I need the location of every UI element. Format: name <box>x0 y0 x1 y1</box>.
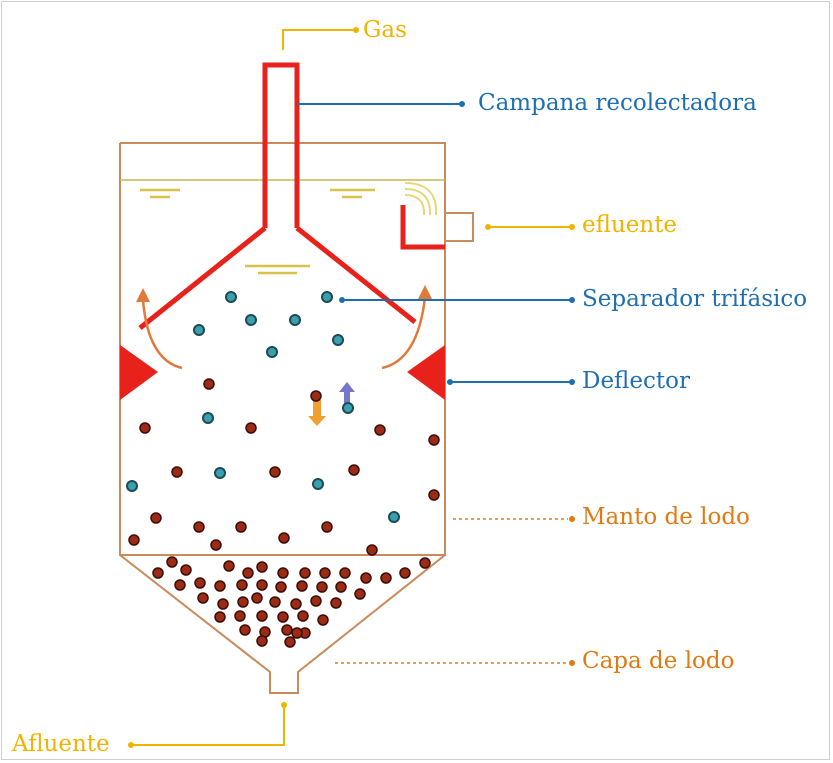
gas-bubbles <box>126 291 400 523</box>
deflector-left <box>120 345 158 400</box>
sludge-blanket-particles <box>128 378 440 556</box>
reactor-tank <box>119 142 446 694</box>
leader-gas <box>282 29 353 50</box>
water-level-marks <box>120 179 445 275</box>
label-manto-de-lodo: Manto de lodo <box>582 504 750 530</box>
leader-afluente <box>133 705 285 746</box>
effluent-overflow <box>404 182 438 216</box>
updown-arrows <box>308 382 355 426</box>
gas-collector-hood <box>138 62 417 330</box>
label-capa-de-lodo: Capa de lodo <box>582 648 735 674</box>
sludge-bed-particles <box>152 556 431 648</box>
flow-arrows <box>141 296 427 370</box>
label-gas: Gas <box>363 17 407 43</box>
label-separador-trifasico: Separador trifásico <box>582 286 808 312</box>
deflector-right <box>407 345 445 400</box>
label-afluente: Afluente <box>12 731 110 757</box>
label-efluente: efluente <box>582 212 678 238</box>
label-deflector: Deflector <box>582 368 690 394</box>
effluent-outlet <box>400 205 474 250</box>
label-campana-recolectadora: Campana recolectadora <box>478 90 757 116</box>
